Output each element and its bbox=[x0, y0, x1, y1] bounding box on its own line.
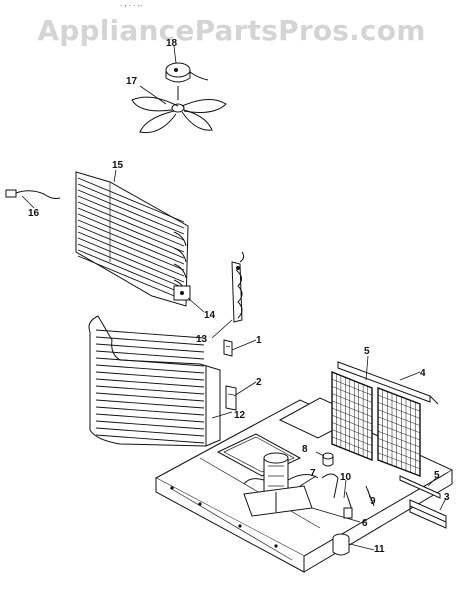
bracket-part-1 bbox=[223, 339, 233, 357]
callout-17: 17 bbox=[126, 76, 138, 87]
leader-lines bbox=[21, 45, 447, 551]
callout-2: 2 bbox=[256, 377, 262, 388]
filter-rail-part-4 bbox=[337, 361, 439, 405]
condenser-coil bbox=[88, 315, 221, 447]
capillary-assembly bbox=[231, 251, 245, 323]
callout-5-bottom: 5 bbox=[434, 470, 440, 481]
fan-motor bbox=[165, 62, 209, 100]
watermark: AppliancePartsPros.com bbox=[37, 14, 426, 47]
bracket-part-2 bbox=[225, 385, 237, 411]
fan-blade bbox=[131, 96, 227, 134]
callout-13: 13 bbox=[196, 334, 208, 345]
filter-rail-part-5 bbox=[399, 475, 441, 499]
side-bracket bbox=[409, 499, 447, 529]
callout-1: 1 bbox=[256, 335, 262, 346]
mounting-foot bbox=[332, 533, 350, 556]
callout-16: 16 bbox=[28, 208, 40, 219]
callout-9: 9 bbox=[370, 496, 376, 507]
evaporator-coil bbox=[75, 171, 189, 307]
tubing-part-10 bbox=[343, 491, 353, 519]
filter-right bbox=[377, 386, 421, 478]
callout-5-top: 5 bbox=[364, 346, 370, 357]
callouts: 18 17 15 16 14 13 1 2 12 5 4 5 3 8 7 10 … bbox=[28, 38, 450, 555]
callout-6: 6 bbox=[362, 518, 368, 529]
compressor bbox=[243, 452, 319, 517]
filter-left bbox=[331, 370, 373, 462]
callout-8: 8 bbox=[302, 444, 308, 455]
callout-15: 15 bbox=[112, 160, 124, 171]
coil-bracket bbox=[173, 285, 191, 301]
callout-14: 14 bbox=[204, 310, 216, 321]
callout-10: 10 bbox=[340, 472, 352, 483]
callout-18: 18 bbox=[166, 38, 178, 49]
tubing-part-9 bbox=[365, 485, 375, 507]
grommet bbox=[322, 452, 334, 467]
top-edge-text: . , . . ,. bbox=[120, 0, 142, 8]
callout-7: 7 bbox=[310, 468, 316, 479]
callout-11: 11 bbox=[374, 544, 385, 555]
callout-12: 12 bbox=[234, 410, 246, 421]
callout-4: 4 bbox=[420, 368, 426, 379]
callout-3: 3 bbox=[444, 492, 450, 503]
power-cord bbox=[5, 189, 61, 199]
tubing-part-7 bbox=[321, 473, 339, 499]
